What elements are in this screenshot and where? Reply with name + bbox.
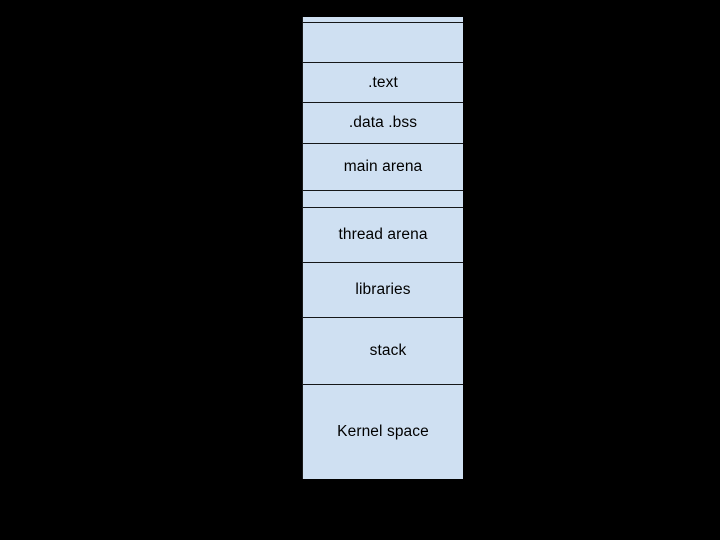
memory-layout-stack: .text .data .bss main arena thread arena lib… <box>302 17 463 479</box>
segment-unlabeled-upper <box>303 22 463 62</box>
segment-thread-arena: thread arena <box>303 207 463 262</box>
segment-top-strip <box>303 17 463 22</box>
segment-kernel-space: Kernel space <box>303 384 463 479</box>
segment-text-label: .text <box>368 73 398 91</box>
segment-main-arena-label: main arena <box>343 158 423 176</box>
segment-data-bss-label: .data .bss <box>348 114 418 132</box>
segment-stack: stack <box>303 317 463 384</box>
segment-data-bss: .data .bss <box>303 102 463 143</box>
segment-text: .text <box>303 62 463 102</box>
segment-thread-arena-label: thread arena <box>338 226 428 244</box>
segment-main-arena: main arena <box>303 143 463 190</box>
segment-libraries-label: libraries <box>355 281 411 299</box>
segment-unlabeled-middle <box>303 190 463 207</box>
segment-libraries: libraries <box>303 262 463 317</box>
segment-stack-label: stack <box>369 342 407 360</box>
segment-kernel-space-label: Kernel space <box>337 423 429 441</box>
